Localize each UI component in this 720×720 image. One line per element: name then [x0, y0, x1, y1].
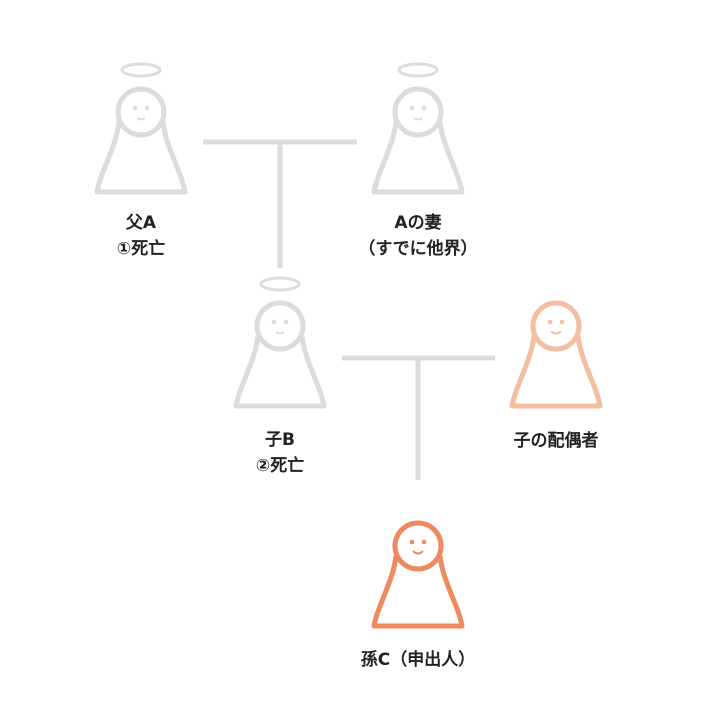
father-a-label: 父A ①死亡 — [81, 210, 201, 262]
child-b-status: ②死亡 — [255, 456, 305, 476]
child-b-name: 子B — [265, 430, 295, 450]
spouse-label: 子の配偶者 — [486, 428, 626, 454]
grandchild-c-person-icon — [371, 520, 465, 629]
spouse-name: 子の配偶者 — [513, 431, 599, 451]
wife-a-status: （すでに他界） — [358, 239, 478, 259]
grandchild-c-name: 孫C（申出人） — [360, 650, 476, 670]
grandchild-c-label: 孫C（申出人） — [328, 647, 508, 673]
wife-a-name: Aの妻 — [394, 213, 442, 233]
wife-a-angel-icon — [371, 62, 465, 195]
father-a-status: ①死亡 — [116, 239, 166, 259]
spouse-person-icon — [509, 300, 603, 409]
father-a-angel-icon — [94, 62, 188, 195]
father-a-name: 父A — [125, 213, 157, 233]
child-b-angel-icon — [233, 276, 327, 409]
wife-a-label: Aの妻 （すでに他界） — [328, 210, 508, 262]
child-b-label: 子B ②死亡 — [220, 427, 340, 479]
connectors — [203, 139, 495, 480]
